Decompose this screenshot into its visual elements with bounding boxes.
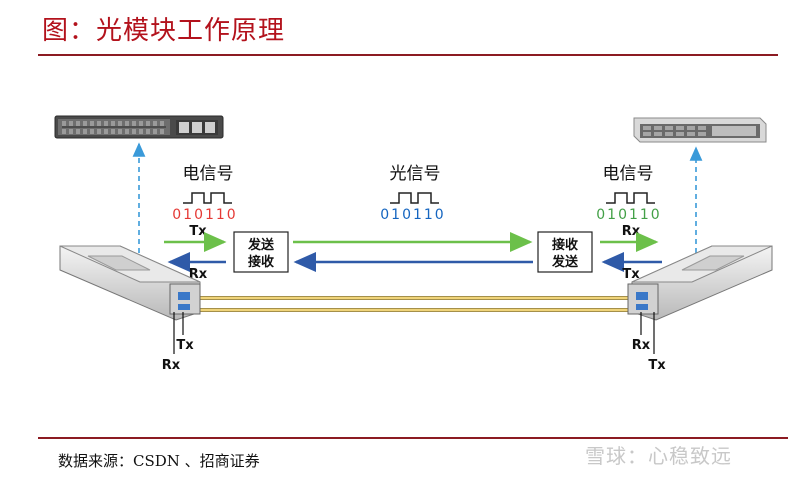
right-box-receive: 接收 [552,237,579,253]
left-rx-arrow-label: Rx [189,267,208,282]
right-optical-module [627,245,773,354]
right-box-send: 发送 [551,254,579,270]
top-divider [38,54,778,56]
source-note: 数据来源：CSDN 、招商证券 [58,452,260,470]
center-signal-label: 光信号 [390,164,441,184]
page-title: 图：光模块工作原理 [42,16,286,46]
right-port-tx: Tx [648,358,666,373]
right-rx-arrow-label: Rx [622,224,641,239]
center-square-wave [390,192,439,204]
left-signal-label: 电信号 [183,164,234,184]
bottom-divider [38,437,788,439]
right-port-rx: Rx [632,338,651,353]
left-box-send: 发送 [247,237,275,253]
right-signal-label: 电信号 [603,164,654,184]
left-bits: 010110 [172,207,237,223]
left-port-rx: Rx [162,358,181,373]
left-port-tx: Tx [176,338,194,353]
left-optical-module [59,245,201,354]
left-square-wave [183,192,232,204]
fiber-cables [200,296,628,312]
right-server [633,117,767,143]
right-bits: 010110 [596,207,661,223]
right-square-wave [606,192,655,204]
center-bits: 010110 [380,207,445,223]
left-tx-arrow-label: Tx [189,224,207,239]
left-transceiver-box: 发送 接收 [233,231,289,273]
right-tx-arrow-label: Tx [622,267,640,282]
watermark: 雪球：心稳致远 [585,444,732,468]
left-switch [54,115,224,139]
right-transceiver-box: 接收 发送 [537,231,593,273]
left-box-receive: 接收 [248,254,275,270]
